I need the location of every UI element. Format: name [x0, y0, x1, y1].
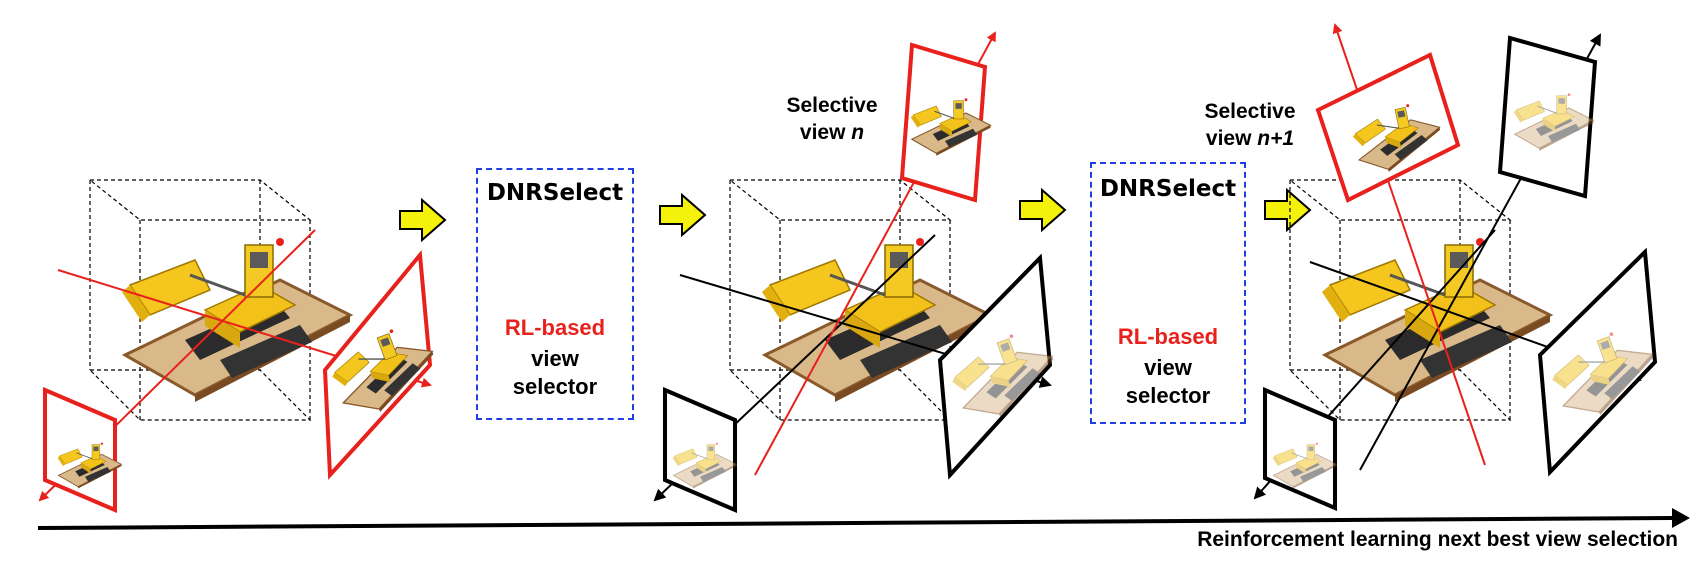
timeline-arrow — [37, 516, 1673, 530]
selector-line2: selector — [1125, 383, 1211, 408]
view-selector-box: DNRSelect RL-based view selector — [1090, 162, 1246, 424]
timeline-label: Reinforcement learning next best view se… — [1197, 528, 1678, 551]
selector-brand: DNRSelect — [486, 180, 624, 206]
selector-rl-label: RL-based — [504, 315, 606, 340]
flow-arrow-icon — [399, 199, 446, 241]
selector-line1: view — [1144, 355, 1192, 380]
scene-step-n-plus-1 — [1253, 23, 1667, 512]
caption-index: n — [851, 121, 865, 144]
timeline-arrowhead-icon — [1672, 508, 1690, 528]
caption-selective-view-n-plus-1: Selective view n+1 — [1185, 98, 1315, 152]
scene-step-n — [653, 31, 1067, 514]
selector-line2: selector — [512, 374, 598, 399]
flow-arrow-icon — [1264, 189, 1311, 231]
caption-line1: Selective — [786, 94, 878, 117]
prior-view-frame — [1537, 247, 1667, 477]
caption-selective-view-n: Selective view n — [772, 92, 892, 146]
prior-view-frame — [1263, 386, 1337, 512]
prior-view-frame — [937, 253, 1067, 480]
selector-brand: DNRSelect — [1099, 176, 1237, 202]
scene-initial — [38, 179, 447, 514]
view-selector-box: DNRSelect RL-based view selector — [476, 168, 634, 420]
selected-view-frame — [1315, 52, 1461, 203]
selected-view-frame — [322, 249, 447, 480]
flow-arrow-icon — [659, 194, 706, 236]
selector-rl-label: RL-based — [1117, 324, 1219, 349]
caption-index: n+1 — [1257, 127, 1295, 150]
selector-line1: view — [531, 346, 579, 371]
caption-line2: view n — [799, 121, 865, 144]
selected-view-frame — [43, 386, 122, 514]
prior-view-frame — [663, 386, 737, 514]
caption-line2: view n+1 — [1205, 127, 1295, 150]
caption-line1: Selective — [1204, 100, 1296, 123]
flow-arrow-icon — [1019, 189, 1066, 231]
prior-view-frame — [1497, 35, 1598, 199]
selected-view-frame — [899, 42, 992, 203]
